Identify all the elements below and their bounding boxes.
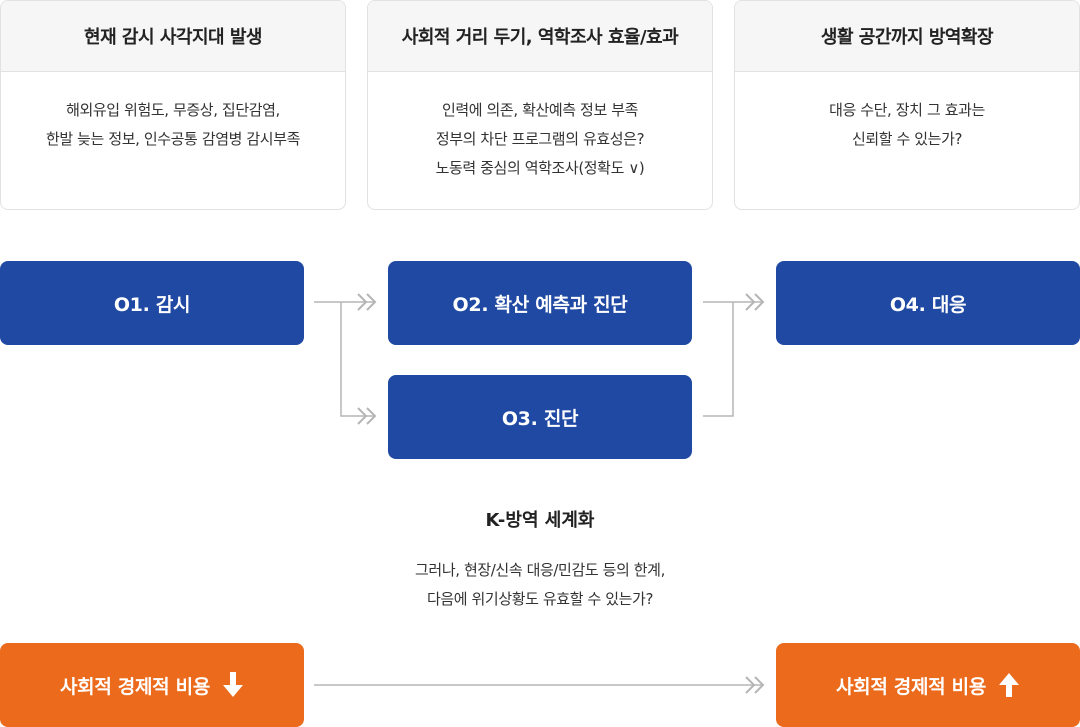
double-chevron-icon <box>745 676 765 694</box>
stage-diagnosis: O3. 진단 <box>388 375 692 459</box>
center-text-line: 다음에 위기상황도 유효할 수 있는가? <box>426 590 654 608</box>
cost-box-increase: 사회적 경제적 비용 <box>776 643 1080 727</box>
issue-card-line: 신뢰할 수 있는가? <box>851 130 963 148</box>
cost-label: 사회적 경제적 비용 <box>59 675 211 698</box>
double-chevron-icon <box>357 293 377 311</box>
connector-s1-s3 <box>340 302 374 417</box>
stage-label: O4. 대응 <box>889 293 967 316</box>
issue-card-distancing: 사회적 거리 두기, 역학조사 효율/효과 인력에 의존, 확산예측 정보 부족… <box>367 0 713 210</box>
cost-label: 사회적 경제적 비용 <box>835 675 987 698</box>
stage-label: O1. 감시 <box>113 293 191 316</box>
issue-card-living-space: 생활 공간까지 방역확장 대응 수단, 장치 그 효과는 신뢰할 수 있는가? <box>734 0 1080 210</box>
issue-card-line: 인력에 의존, 확산예측 정보 부족 <box>441 101 639 119</box>
center-text: 그러나, 현장/신속 대응/민감도 등의 한계, 다음에 위기상황도 유효할 수… <box>340 556 740 614</box>
issue-card-line: 정부의 차단 프로그램의 유효성은? <box>435 130 645 148</box>
issue-card-line: 해외유입 위험도, 무증상, 집단감염, <box>66 101 280 119</box>
connector-s3-s4 <box>703 302 734 417</box>
issue-card-line: 한발 늦는 정보, 인수공통 감염병 감시부족 <box>45 130 300 148</box>
stage-label: O2. 확산 예측과 진단 <box>452 293 628 316</box>
issue-card-body: 인력에 의존, 확산예측 정보 부족 정부의 차단 프로그램의 유효성은? 노동… <box>368 72 712 183</box>
issue-card-title: 현재 감시 사각지대 발생 <box>1 1 345 72</box>
issue-card-body: 해외유입 위험도, 무증상, 집단감염, 한발 늦는 정보, 인수공통 감염병 … <box>1 72 345 154</box>
stage-prediction-diagnosis: O2. 확산 예측과 진단 <box>388 261 692 345</box>
cost-box-decrease: 사회적 경제적 비용 <box>0 643 304 727</box>
issue-card-body: 대응 수단, 장치 그 효과는 신뢰할 수 있는가? <box>735 72 1079 154</box>
stage-response: O4. 대응 <box>776 261 1080 345</box>
issue-card-title: 사회적 거리 두기, 역학조사 효율/효과 <box>368 1 712 72</box>
arrow-down-icon <box>223 672 244 697</box>
center-text-line: 그러나, 현장/신속 대응/민감도 등의 한계, <box>415 561 665 579</box>
stage-label: O3. 진단 <box>501 407 579 430</box>
issue-card-line: 대응 수단, 장치 그 효과는 <box>829 101 985 119</box>
issue-card-surveillance: 현재 감시 사각지대 발생 해외유입 위험도, 무증상, 집단감염, 한발 늦는… <box>0 0 346 210</box>
center-title: K-방역 세계화 <box>485 510 595 531</box>
issue-card-title: 생활 공간까지 방역확장 <box>735 1 1079 72</box>
double-chevron-icon <box>357 407 377 425</box>
issue-card-line: 노동력 중심의 역학조사(정확도 ∨) <box>435 159 645 177</box>
stage-surveillance: O1. 감시 <box>0 261 304 345</box>
arrow-up-icon <box>999 673 1020 697</box>
double-chevron-icon <box>745 293 765 311</box>
